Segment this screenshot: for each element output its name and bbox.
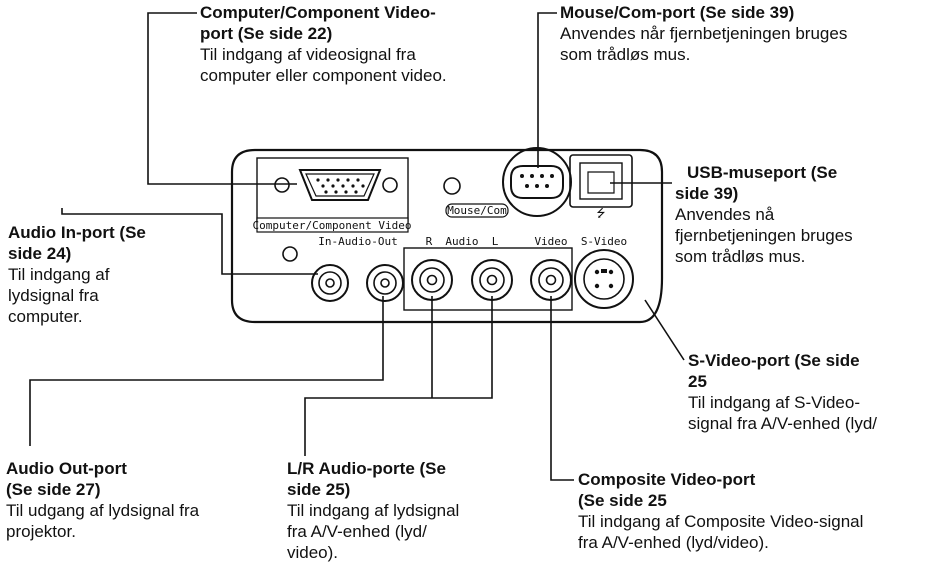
callout-desc: som trådløs mus. <box>560 45 691 64</box>
callout-title: USB-museport (Se <box>687 163 838 182</box>
leader-line-computer-video <box>147 12 297 185</box>
callout-title: (Se side 25 <box>578 491 667 510</box>
s-video-port-icon <box>574 249 634 309</box>
callout-title: Mouse/Com-port (Se side 39) <box>560 3 795 22</box>
callout-desc: fra A/V-enhed (lyd/video). <box>578 533 769 552</box>
callout-title: Composite Video-port <box>578 470 756 489</box>
callout-desc: video). <box>287 543 339 562</box>
callout-mouse-com: Mouse/Com-port (Se side 39) Anvendes når… <box>560 2 847 65</box>
leader-line-composite <box>550 296 574 481</box>
leader-line-lr-audio <box>304 296 493 456</box>
label-in-audio-out: In-Audio-Out <box>318 235 397 248</box>
label-video: Video <box>534 235 567 248</box>
callout-desc: Til indgang af S-Video- <box>688 393 860 412</box>
callout-desc: signal fra A/V-enhed (lyd/ <box>688 414 878 433</box>
usb-port-icon <box>569 154 633 208</box>
callout-desc: fjernbetjeningen bruges <box>675 226 853 245</box>
callout-desc: lydsignal fra <box>8 286 99 305</box>
screw-left-icon <box>274 177 290 193</box>
usb-symbol-icon: ⭍ <box>596 207 605 220</box>
callout-title: 25 <box>688 372 707 391</box>
callout-desc: projektor. <box>6 522 76 541</box>
callout-title: (Se side 27) <box>6 480 101 499</box>
callout-title: Audio Out-port <box>6 459 127 478</box>
mouse-com-port-icon <box>502 147 572 217</box>
audio-out-jack-icon <box>366 264 404 302</box>
callout-desc: Anvendes når fjernbetjeningen bruges <box>560 24 848 43</box>
callout-title: L/R Audio-porte (Se <box>287 459 446 478</box>
rca-group-frame <box>403 247 573 311</box>
screw-right-icon <box>382 177 398 193</box>
leader-line-mouse-com <box>537 12 557 168</box>
callout-desc: som trådløs mus. <box>675 247 806 266</box>
leader-line-audio-out <box>29 296 384 446</box>
panel-outline <box>230 148 664 324</box>
label-r-audio-l: R Audio L <box>426 235 499 248</box>
callout-title: side 25) <box>287 480 351 499</box>
callout-composite-video: Composite Video-port (Se side 25 Til ind… <box>578 469 863 553</box>
audio-l-jack-icon <box>471 259 513 301</box>
label-mouse-com: Mouse/Com <box>447 204 507 217</box>
callout-audio-out: Audio Out-port (Se side 27) Til udgang a… <box>6 458 199 542</box>
callout-desc: computer eller component video. <box>200 66 447 85</box>
leader-line-s-video <box>644 299 685 361</box>
callout-audio-in: Audio In-port (Se side 24) Til indgang a… <box>8 222 146 327</box>
indicator-hole <box>443 177 461 195</box>
callout-title: Computer/Component Video- <box>200 3 436 22</box>
audio-in-jack-icon <box>311 264 349 302</box>
small-hole-left <box>282 246 298 262</box>
callout-title: side 24) <box>8 244 72 263</box>
vga-port-icon <box>298 169 382 201</box>
callout-desc: Til indgang af Composite Video-signal <box>578 512 864 531</box>
callout-desc: Anvendes nå <box>675 205 775 224</box>
callout-desc: fra A/V-enhed (lyd/ <box>287 522 427 541</box>
callout-lr-audio: L/R Audio-porte (Se side 25) Til indgang… <box>287 458 459 563</box>
callout-title: port (Se side 22) <box>200 24 333 43</box>
callout-desc: Til udgang af lydsignal fra <box>6 501 200 520</box>
leader-line-audio-in <box>61 208 318 275</box>
callout-title: side 39) <box>675 184 739 203</box>
callout-desc: computer. <box>8 307 83 326</box>
callout-s-video: S-Video-port (Se side 25 Til indgang af … <box>688 350 877 434</box>
callout-desc: Til indgang af <box>8 265 110 284</box>
video-jack-icon <box>530 259 572 301</box>
label-s-video: S-Video <box>581 235 627 248</box>
callout-desc: Til indgang af videosignal fra <box>200 45 416 64</box>
callout-title: Audio In-port (Se <box>8 223 146 242</box>
callout-title: S-Video-port (Se side <box>688 351 860 370</box>
callout-desc: Til indgang af lydsignal <box>287 501 460 520</box>
label-computer-component-video: Computer/Component Video <box>253 219 412 232</box>
callout-usb-mouse: USB-museport (Se side 39) Anvendes nå fj… <box>675 162 853 267</box>
audio-r-jack-icon <box>411 259 453 301</box>
callout-computer-video: Computer/Component Video- port (Se side … <box>200 2 447 86</box>
